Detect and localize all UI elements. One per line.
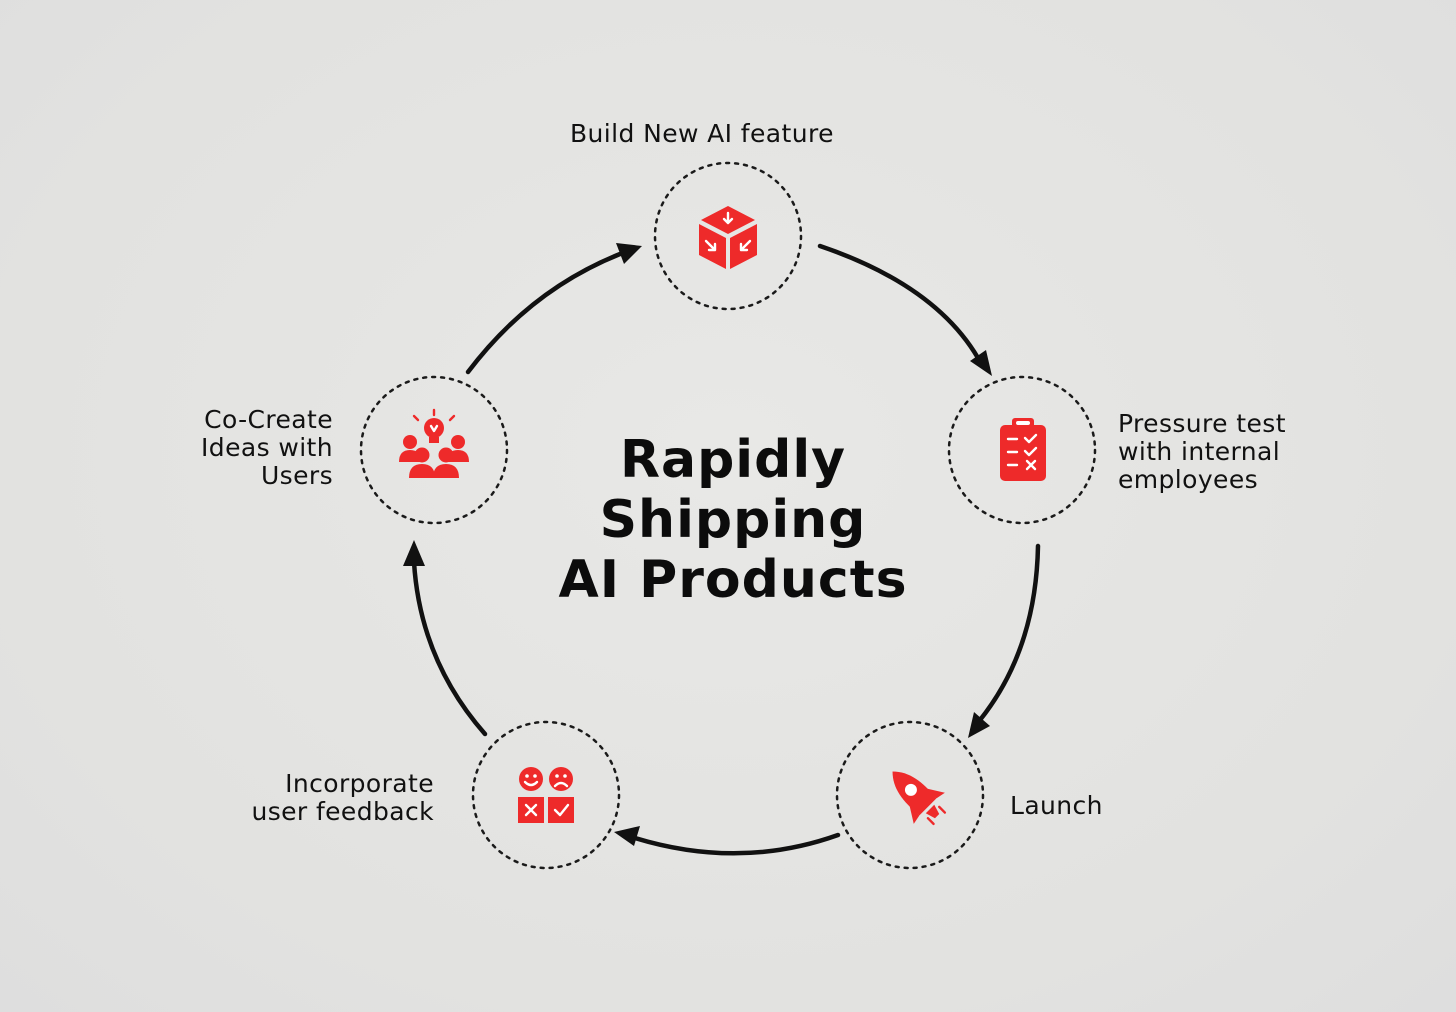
arrowhead-feedback bbox=[614, 826, 640, 846]
step-label-pressure-line-1: Pressure test bbox=[1118, 409, 1286, 438]
node-ring-build bbox=[653, 161, 803, 311]
arrow-build-to-pressure bbox=[817, 243, 981, 361]
step-label-pressure-line-3: employees bbox=[1118, 465, 1259, 494]
step-label-build: Build New AI feature bbox=[570, 120, 834, 148]
box-arrows-icon bbox=[699, 206, 757, 269]
title-line-3: AI Products bbox=[558, 550, 908, 610]
arrowhead-build bbox=[616, 243, 642, 264]
diagram-title: Rapidly Shipping AI Products bbox=[500, 430, 966, 610]
arrowhead-launch bbox=[968, 712, 990, 738]
step-label-pressure-line-2: with internal bbox=[1118, 437, 1281, 466]
step-label-cocreate-line-1: Co-Create bbox=[204, 405, 333, 434]
arrow-launch-to-feedback bbox=[632, 832, 841, 856]
feedback-faces-icon bbox=[518, 767, 574, 823]
arrow-feedback-to-cocreate bbox=[411, 559, 488, 737]
arrow-cocreate-to-build bbox=[465, 251, 623, 375]
step-label-launch-line-1: Launch bbox=[1010, 791, 1103, 820]
step-label-feedback: Incorporate user feedback bbox=[251, 770, 434, 826]
title-line-1: Rapidly bbox=[619, 430, 847, 490]
step-label-pressure: Pressure test with internal employees bbox=[1118, 410, 1286, 494]
step-label-cocreate: Co-Create Ideas with Users bbox=[201, 406, 333, 490]
arrow-pressure-to-launch bbox=[977, 543, 1041, 723]
rocket-icon bbox=[892, 771, 947, 826]
team-idea-icon bbox=[399, 408, 469, 478]
step-label-launch: Launch bbox=[1010, 792, 1103, 820]
step-label-cocreate-line-3: Users bbox=[260, 461, 333, 490]
node-ring-feedback bbox=[471, 720, 621, 870]
clipboard-checklist-icon bbox=[1000, 418, 1046, 481]
node-ring-cocreate bbox=[359, 375, 509, 525]
title-line-2: Shipping bbox=[599, 490, 867, 550]
node-ring-launch bbox=[835, 720, 985, 870]
step-label-cocreate-line-2: Ideas with bbox=[201, 433, 333, 462]
step-label-feedback-line-1: Incorporate bbox=[285, 769, 434, 798]
node-ring-pressure bbox=[947, 375, 1097, 525]
step-label-build-line-1: Build New AI feature bbox=[570, 119, 834, 148]
arrowhead-pressure bbox=[970, 350, 992, 376]
step-label-feedback-line-2: user feedback bbox=[251, 797, 434, 826]
arrowhead-cocreate bbox=[403, 540, 425, 566]
